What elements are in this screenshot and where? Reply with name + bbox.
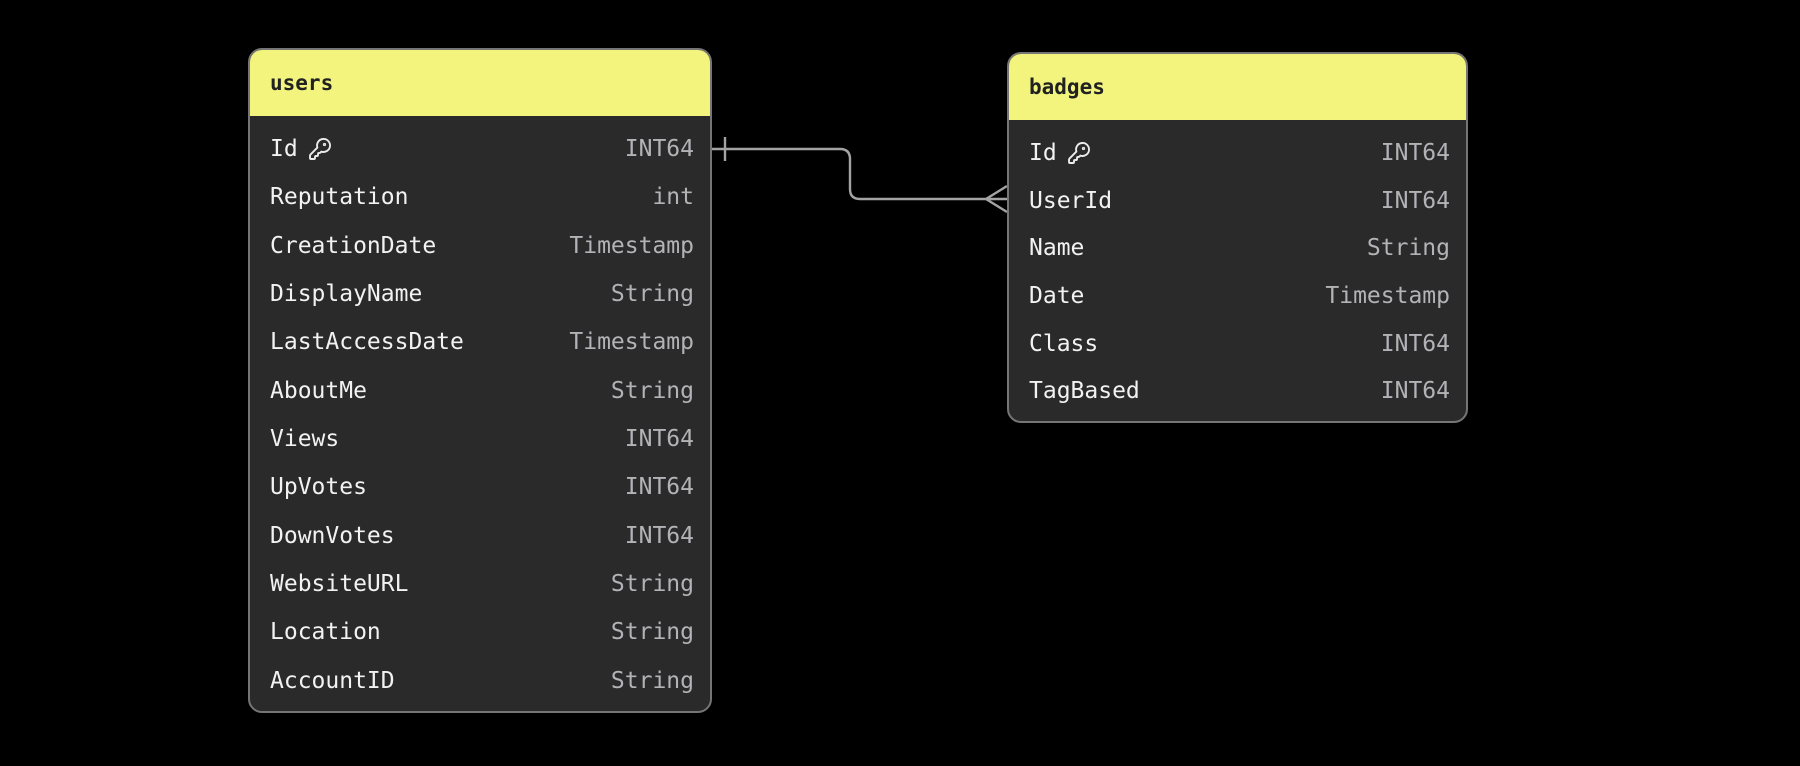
- table-row[interactable]: TagBased INT64: [1009, 367, 1466, 415]
- field-name: WebsiteURL: [270, 571, 409, 598]
- field-name: Views: [270, 426, 340, 453]
- entity-table-users[interactable]: users Id INT64 Reputation int CreationDa…: [248, 48, 712, 713]
- entity-table-badges[interactable]: badges Id INT64 UserId INT64 Name Strin: [1007, 52, 1468, 423]
- field-type: String: [610, 281, 694, 308]
- relationship-line-users-badges[interactable]: [712, 147, 986, 201]
- field-name: CreationDate: [270, 232, 437, 259]
- table-header-badges[interactable]: badges: [1009, 54, 1466, 120]
- field-type: INT64: [1380, 330, 1450, 357]
- field-type: INT64: [1380, 139, 1450, 166]
- field-name: LastAccessDate: [270, 329, 464, 356]
- field-type: Timestamp: [569, 232, 694, 259]
- field-type: String: [610, 667, 694, 694]
- field-name: Reputation: [270, 184, 409, 211]
- field-type: INT64: [1380, 187, 1450, 214]
- field-name: Name: [1029, 235, 1085, 262]
- field-type: INT64: [624, 426, 694, 453]
- table-body-badges: Id INT64 UserId INT64 Name String Date T…: [1009, 120, 1466, 421]
- field-type: Timestamp: [1325, 282, 1450, 309]
- field-name: AccountID: [270, 667, 395, 694]
- field-name: UserId: [1029, 187, 1113, 214]
- table-row[interactable]: DownVotes INT64: [250, 512, 710, 560]
- table-row[interactable]: DisplayName String: [250, 270, 710, 318]
- table-row[interactable]: Name String: [1009, 224, 1466, 272]
- field-name: Location: [270, 619, 381, 646]
- table-row[interactable]: WebsiteURL String: [250, 560, 710, 608]
- key-icon: [1067, 141, 1090, 164]
- table-row[interactable]: AboutMe String: [250, 367, 710, 415]
- table-header-users[interactable]: users: [250, 50, 710, 116]
- table-title: badges: [1029, 75, 1105, 99]
- field-name: DisplayName: [270, 281, 423, 308]
- table-body-users: Id INT64 Reputation int CreationDate Tim…: [250, 116, 710, 711]
- field-type: String: [610, 571, 694, 598]
- table-row[interactable]: CreationDate Timestamp: [250, 222, 710, 270]
- field-type: INT64: [1380, 378, 1450, 405]
- table-row[interactable]: Reputation int: [250, 173, 710, 221]
- field-type: INT64: [624, 474, 694, 501]
- field-type: int: [652, 184, 694, 211]
- table-row[interactable]: Class INT64: [1009, 320, 1466, 368]
- field-type: Timestamp: [569, 329, 694, 356]
- table-row[interactable]: UserId INT64: [1009, 177, 1466, 225]
- table-row[interactable]: Id INT64: [250, 125, 710, 173]
- table-row[interactable]: AccountID String: [250, 657, 710, 705]
- many-cardinality-marker: [985, 184, 1008, 214]
- table-row[interactable]: Location String: [250, 608, 710, 656]
- table-row[interactable]: UpVotes INT64: [250, 463, 710, 511]
- field-name: TagBased: [1029, 378, 1140, 405]
- table-row[interactable]: Date Timestamp: [1009, 272, 1466, 320]
- field-name: DownVotes: [270, 522, 395, 549]
- field-name: Class: [1029, 330, 1099, 357]
- field-type: String: [1366, 235, 1450, 262]
- field-name: Date: [1029, 282, 1085, 309]
- field-name: UpVotes: [270, 474, 367, 501]
- field-type: String: [610, 377, 694, 404]
- field-name: Id: [1029, 139, 1057, 166]
- table-title: users: [270, 71, 334, 95]
- field-type: String: [610, 619, 694, 646]
- key-icon: [308, 138, 331, 161]
- table-row[interactable]: LastAccessDate Timestamp: [250, 318, 710, 366]
- field-name: AboutMe: [270, 377, 367, 404]
- field-name: Id: [270, 136, 298, 163]
- table-row[interactable]: Id INT64: [1009, 129, 1466, 177]
- field-type: INT64: [624, 522, 694, 549]
- table-row[interactable]: Views INT64: [250, 415, 710, 463]
- field-type: INT64: [624, 136, 694, 163]
